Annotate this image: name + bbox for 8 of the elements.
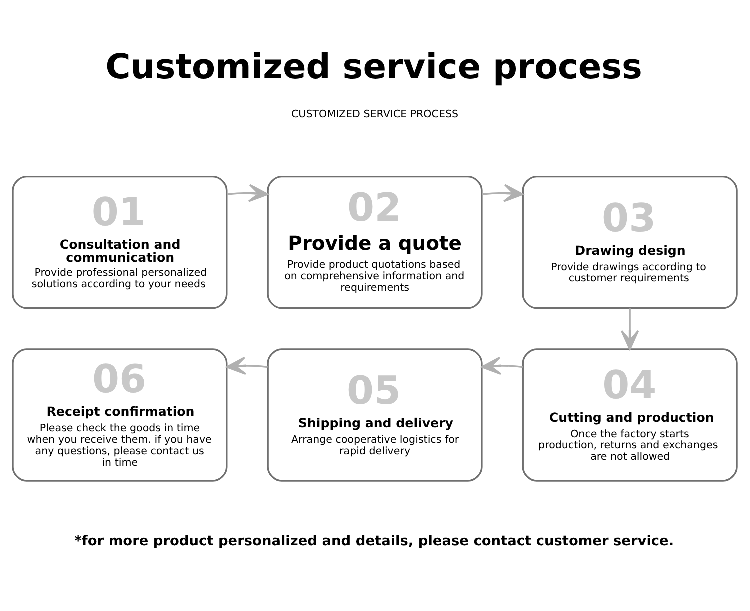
arrow <box>226 356 268 376</box>
caption: *for more product personalized and details, please contact customer service. <box>74 533 674 550</box>
diagram-title: Customized service process <box>106 47 642 88</box>
label: CUSTOMIZED SERVICE PROCESS <box>291 108 459 121</box>
arrow <box>482 184 524 202</box>
arrow <box>226 184 269 202</box>
arrow <box>620 308 640 350</box>
arrow <box>481 356 523 376</box>
